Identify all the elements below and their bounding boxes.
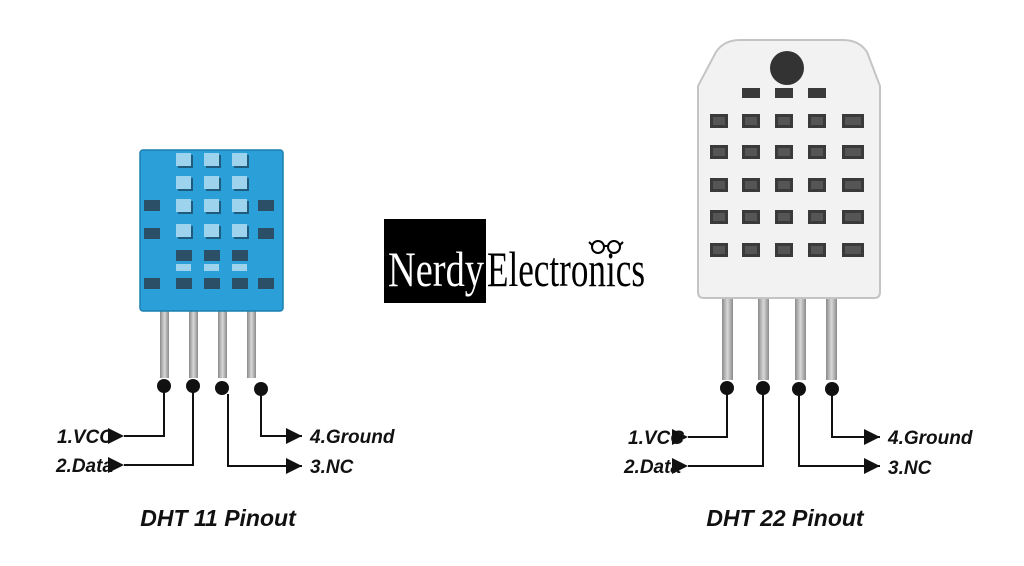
dht22-vent-inner bbox=[713, 117, 725, 125]
dht11-vent bbox=[176, 176, 191, 189]
dht22-vcc-arrow bbox=[672, 394, 728, 445]
logo-black-box bbox=[384, 219, 486, 303]
dht22-vent-inner bbox=[745, 181, 757, 189]
dht11-vent bbox=[176, 153, 191, 166]
dht22-legs bbox=[722, 292, 837, 380]
dht22-leg-2 bbox=[758, 292, 769, 380]
dht22-vent-inner bbox=[845, 181, 861, 189]
dht11-leg-1 bbox=[160, 300, 169, 378]
dht11-pin-tips bbox=[157, 379, 268, 396]
dht11-vent bbox=[176, 264, 191, 271]
dht22-vent-inner bbox=[778, 213, 790, 221]
dht22-vent-inner bbox=[745, 213, 757, 221]
dht11-vent-dark bbox=[144, 200, 160, 211]
dht22-vent-inner bbox=[845, 148, 861, 156]
dht22-vent-inner bbox=[713, 148, 725, 156]
dht22-pin-label-vcc: 1.VCC bbox=[628, 428, 684, 449]
dht11-data-arrow bbox=[108, 392, 194, 473]
dht11-vent bbox=[204, 199, 219, 212]
dht22-sensor: 1.VCC 2.Data 3.NC 4.Ground DHT 22 Pinout bbox=[623, 39, 973, 531]
dht22-vent-top bbox=[742, 88, 760, 98]
dht22-data-arrow bbox=[672, 394, 764, 474]
dht11-pin-label-data: 2.Data bbox=[55, 456, 113, 477]
glasses-icon bbox=[588, 240, 624, 254]
dht22-vent-inner bbox=[811, 117, 823, 125]
dht11-vent-dark bbox=[258, 278, 274, 289]
dht11-vent-dark bbox=[232, 250, 248, 261]
dht22-pin-label-data: 2.Data bbox=[623, 457, 681, 478]
dht11-caption: DHT 11 Pinout bbox=[140, 505, 297, 531]
dht22-vent-inner bbox=[845, 213, 861, 221]
dht11-vent bbox=[204, 176, 219, 189]
dht11-vent-grid bbox=[144, 153, 274, 289]
dht22-nc-arrow bbox=[798, 395, 880, 474]
dht11-legs bbox=[160, 300, 256, 378]
dht22-vent-inner bbox=[811, 181, 823, 189]
dht11-leg-2 bbox=[189, 300, 198, 378]
dht22-vent-inner bbox=[713, 246, 725, 254]
dht22-pin-tips bbox=[720, 381, 839, 396]
dht11-vent bbox=[232, 199, 247, 212]
dht22-vent-inner bbox=[745, 117, 757, 125]
dht11-ground-arrow bbox=[260, 395, 302, 444]
nerdy-electronics-logo: Nerdy Electronics bbox=[384, 219, 645, 303]
dht11-vent bbox=[232, 176, 247, 189]
dht11-vent-dark bbox=[176, 278, 192, 289]
dht11-vent bbox=[232, 264, 247, 271]
dht11-vent bbox=[204, 264, 219, 271]
dht22-vent-inner bbox=[778, 117, 790, 125]
dht11-pin-label-ground: 4.Ground bbox=[309, 427, 395, 448]
dht22-vent-inner bbox=[745, 246, 757, 254]
dht22-vent-inner bbox=[811, 148, 823, 156]
dht11-vent-dark bbox=[258, 200, 274, 211]
dht22-vent-inner bbox=[745, 148, 757, 156]
dht22-leg-4 bbox=[826, 292, 837, 380]
dht11-vent bbox=[176, 199, 191, 212]
dht11-vent bbox=[204, 224, 219, 237]
dht11-sensor: 1.VCC 2.Data 3.NC 4.Ground DHT 11 Pinout bbox=[55, 149, 395, 531]
dht22-caption: DHT 22 Pinout bbox=[706, 505, 865, 531]
dht11-pin-label-nc: 3.NC bbox=[310, 457, 354, 478]
dht22-vent-grid bbox=[710, 88, 864, 257]
dht11-vent bbox=[232, 153, 247, 166]
dht22-ground-arrow bbox=[831, 395, 880, 445]
dht22-vent-inner bbox=[778, 246, 790, 254]
dht11-pin-label-vcc: 1.VCC bbox=[57, 427, 113, 448]
dht11-leg-4 bbox=[247, 300, 256, 378]
dht11-vent bbox=[176, 224, 191, 237]
dht22-pin-label-nc: 3.NC bbox=[888, 458, 932, 479]
dht22-vent-top bbox=[775, 88, 793, 98]
dht11-vent-dark bbox=[176, 250, 192, 261]
dht11-leader-lines bbox=[108, 392, 302, 474]
dht22-vent-inner bbox=[845, 246, 861, 254]
dht22-vent-top bbox=[808, 88, 826, 98]
dht22-leader-lines bbox=[672, 394, 880, 474]
dht11-vent-dark bbox=[144, 228, 160, 239]
dht22-vent-inner bbox=[778, 181, 790, 189]
dht22-vent-inner bbox=[811, 213, 823, 221]
logo-text-nerdy: Nerdy bbox=[388, 241, 484, 297]
dht11-vent bbox=[232, 224, 247, 237]
dht11-nc-arrow bbox=[227, 394, 302, 474]
dht22-vent-inner bbox=[713, 181, 725, 189]
dht22-body bbox=[697, 39, 881, 299]
dht22-vent-inner bbox=[713, 213, 725, 221]
dht11-vent-dark bbox=[144, 278, 160, 289]
dht22-leg-1 bbox=[722, 292, 733, 380]
dht22-leg-3 bbox=[795, 292, 806, 380]
dht22-mounting-hole bbox=[770, 51, 804, 85]
dht11-vent-dark bbox=[258, 228, 274, 239]
dht11-vent-dark bbox=[204, 278, 220, 289]
logo-text-electronics: Electronics bbox=[487, 241, 645, 297]
dht22-pin-label-ground: 4.Ground bbox=[887, 428, 973, 449]
dht22-vent-inner bbox=[811, 246, 823, 254]
dht22-vent-inner bbox=[845, 117, 861, 125]
dht11-vent-dark bbox=[204, 250, 220, 261]
dht22-vent-inner bbox=[778, 148, 790, 156]
dht11-vent bbox=[204, 153, 219, 166]
dht11-leg-3 bbox=[218, 300, 227, 378]
dht11-vent-dark bbox=[232, 278, 248, 289]
dht11-vcc-arrow bbox=[108, 392, 165, 444]
